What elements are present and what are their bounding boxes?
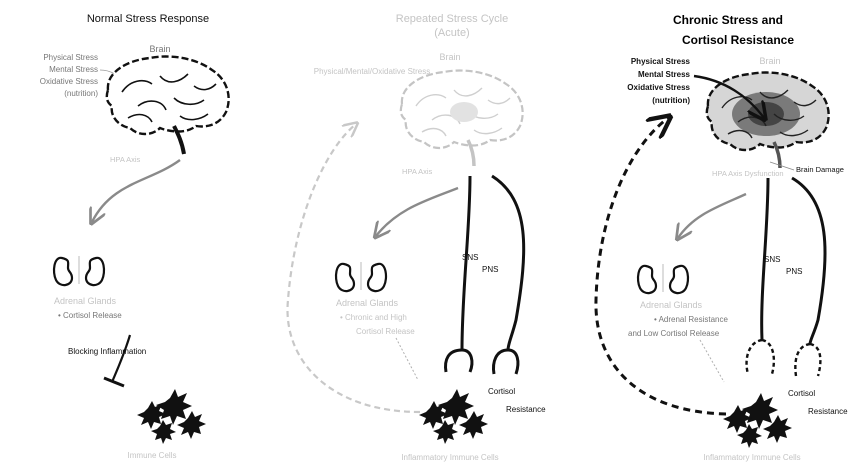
panel-title: Chronic Stress and [673, 13, 783, 27]
immune-cells-icon [723, 393, 792, 448]
panel-normal: Normal Stress Response Brain Physical St… [40, 13, 229, 460]
stress-line: Physical/Mental/Oxidative Stress [314, 67, 431, 76]
kidneys-icon [638, 264, 688, 293]
release-pointer [700, 340, 724, 382]
axis-label: HPA Axis [402, 167, 433, 176]
adrenal-label: Adrenal Glands [640, 300, 703, 310]
axis-label: HPA Axis [110, 155, 141, 164]
blocking-line [112, 335, 130, 382]
brain-icon [107, 57, 229, 155]
resistance-label: Cortisol [788, 389, 815, 398]
axis-label: HPA Axis Dysfunction [712, 169, 784, 178]
adrenal-label: Adrenal Glands [54, 296, 117, 306]
kidneys-icon [336, 262, 386, 291]
brain-label: Brain [759, 56, 780, 66]
stress-line: Mental Stress [49, 65, 98, 74]
immune-cells-icon [419, 389, 488, 444]
brain-icon [707, 73, 829, 169]
blocking-label: Blocking Inflammation [68, 347, 146, 356]
cells-label: Inflammatory Immune Cells [703, 453, 800, 462]
immune-cells-icon [137, 389, 206, 444]
resistance-label: Cortisol [488, 387, 515, 396]
panel-acute: Repeated Stress Cycle (Acute) Brain Phys… [287, 13, 546, 462]
stress-line: Oxidative Stress [40, 77, 98, 86]
brain-label: Brain [439, 52, 460, 62]
panel-title: Normal Stress Response [87, 13, 209, 25]
release-label: • Chronic and High [340, 313, 407, 322]
resistance-label: Resistance [808, 407, 848, 416]
damage-label: Brain Damage [796, 165, 844, 174]
panel-title: (Acute) [434, 27, 469, 39]
stress-line: (nutrition) [64, 89, 98, 98]
pns-pathway [492, 176, 524, 350]
panel-chronic: Chronic Stress and Cortisol Resistance B… [596, 13, 848, 462]
stress-line: Oxidative Stress [627, 83, 690, 92]
pns-label: PNS [482, 265, 498, 274]
hpa-arrow [92, 160, 180, 222]
release-label: Cortisol Release [356, 327, 415, 336]
kidneys-icon [54, 256, 104, 285]
release-label: and Low Cortisol Release [628, 329, 720, 338]
release-label: • Adrenal Resistance [654, 315, 729, 324]
stress-line: Physical Stress [43, 53, 98, 62]
stress-list: Physical Stress Mental Stress Oxidative … [40, 53, 99, 98]
brain-label: Brain [149, 44, 170, 54]
sns-label: SNS [462, 253, 478, 262]
adrenal-label: Adrenal Glands [336, 298, 399, 308]
sns-label: SNS [764, 255, 780, 264]
release-pointer [396, 338, 418, 380]
feedback-arrow [287, 124, 420, 412]
sns-pathway [462, 176, 470, 350]
hpa-arrow [678, 194, 746, 238]
stress-line: (nutrition) [652, 96, 690, 105]
pns-pathway [792, 178, 825, 344]
stress-line: Physical Stress [631, 57, 691, 66]
release-label: • Cortisol Release [58, 311, 122, 320]
resistance-label: Resistance [506, 405, 546, 414]
brain-icon [401, 71, 523, 167]
hpa-arrow [376, 188, 458, 236]
stress-list: Physical Stress Mental Stress Oxidative … [627, 57, 690, 105]
panel-title: Repeated Stress Cycle [396, 13, 509, 25]
feedback-arrow [596, 118, 726, 414]
panel-title: Cortisol Resistance [682, 33, 794, 47]
cells-label: Inflammatory Immune Cells [401, 453, 498, 462]
cells-label: Immune Cells [128, 451, 177, 460]
pns-label: PNS [786, 267, 802, 276]
stress-line: Mental Stress [638, 70, 691, 79]
